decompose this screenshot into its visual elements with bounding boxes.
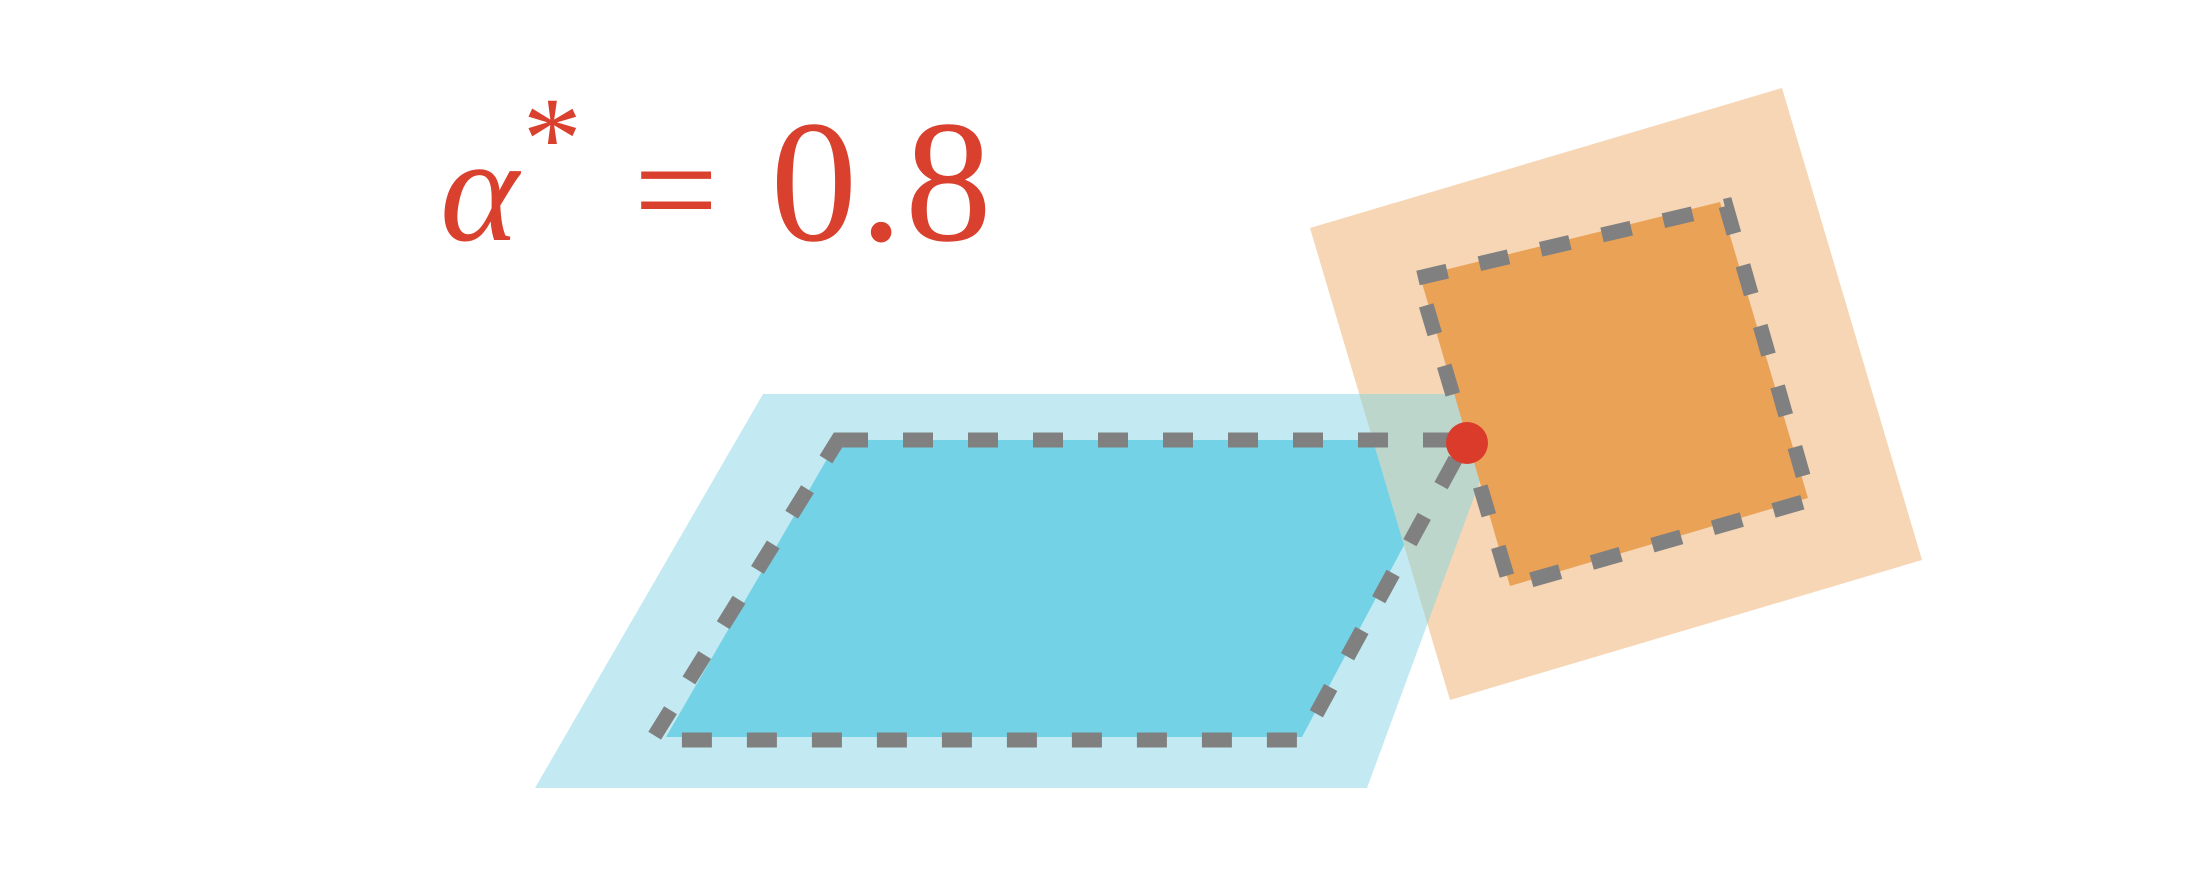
alpha-value: 0.8 — [770, 85, 994, 278]
star-superscript: * — [522, 73, 582, 204]
alpha-star-formula: α * = 0.8 — [440, 80, 994, 295]
intersection-point — [1446, 422, 1488, 464]
blue-inner-parallelogram — [666, 440, 1460, 737]
equals-sign: = — [633, 107, 719, 273]
orange-inner-square — [1420, 202, 1808, 586]
alpha-symbol: α — [440, 107, 519, 273]
blue-dashed-outline — [638, 432, 1479, 748]
orange-dashed-outline — [1408, 197, 1820, 596]
